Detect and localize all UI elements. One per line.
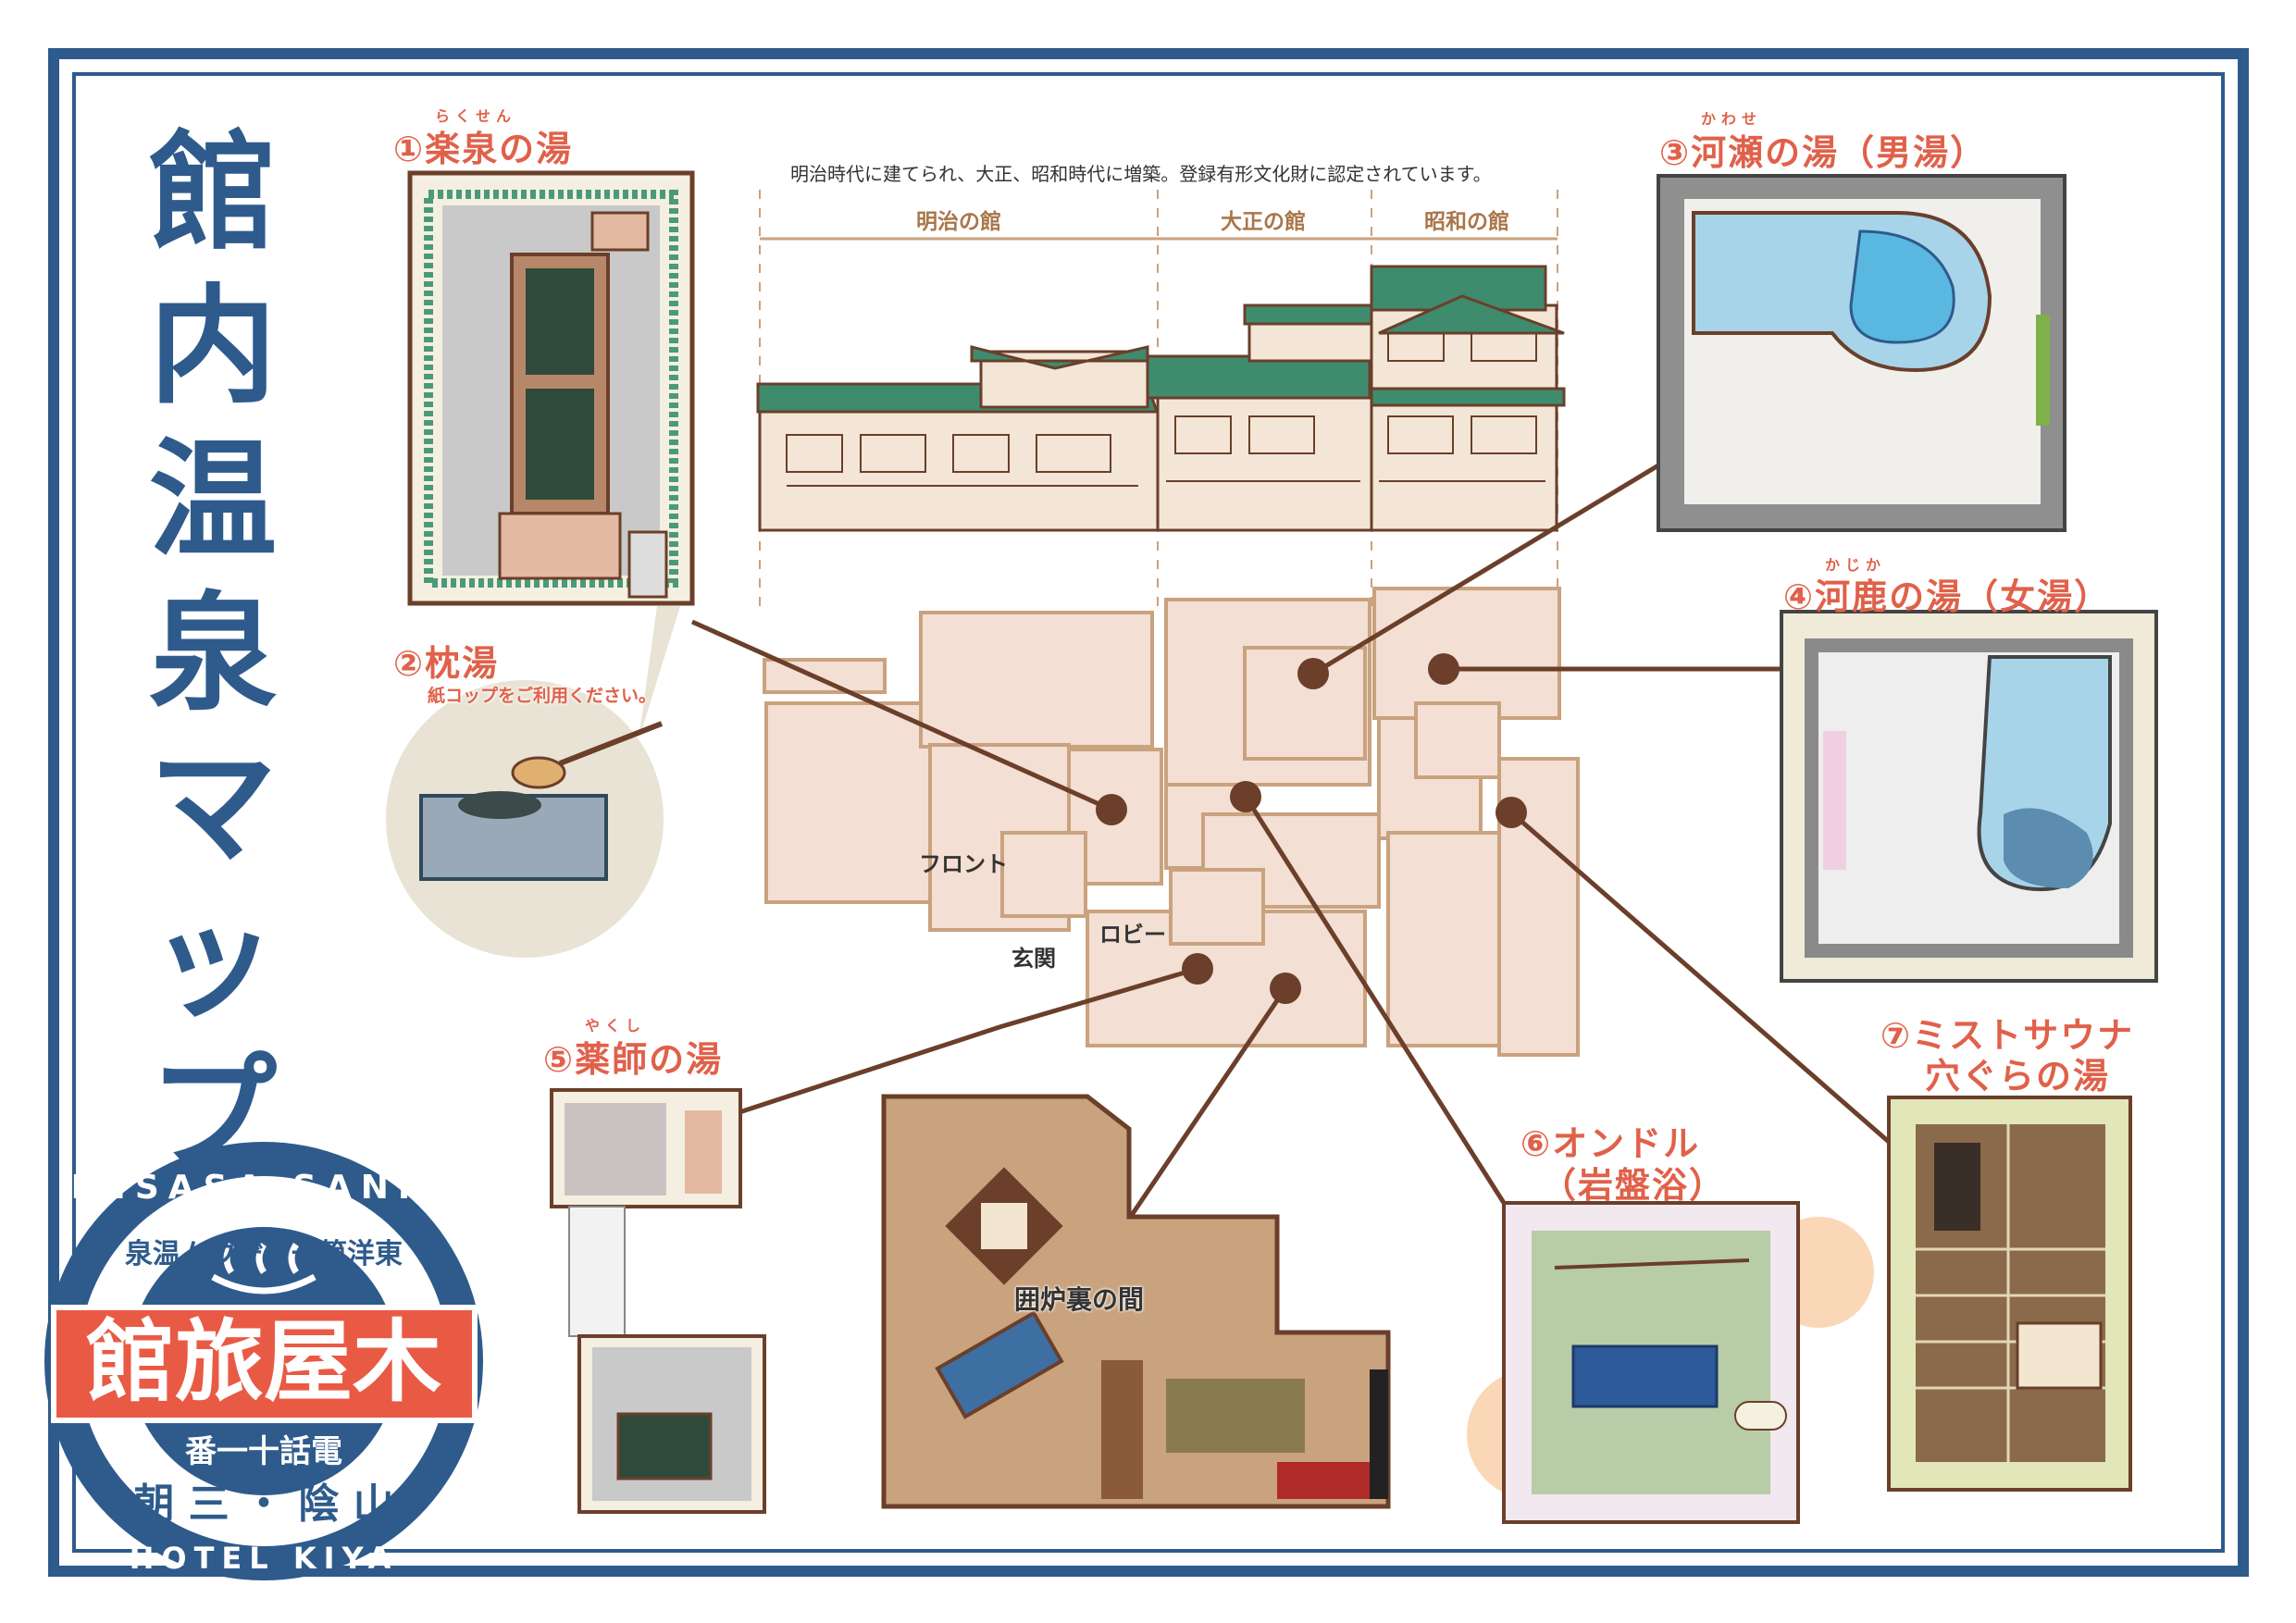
floor-label-entrance: 玄関 [1011,946,1056,972]
label-irori-room[interactable]: 囲炉裏の間 [1014,1284,1145,1315]
irori-room-illustration [881,1094,1391,1509]
dot-kajika[interactable] [1428,653,1459,685]
title-char: プ [148,1038,277,1189]
dot-rakusen[interactable] [1096,794,1127,825]
location-dots [1096,653,1527,1004]
floor-label-lobby: ロビー [1099,922,1166,948]
connector-lines [690,463,1891,1217]
label-ondol[interactable]: ⑥オンドル [1520,1123,1701,1164]
ondol-illustration [1467,1201,1874,1524]
label-ondol-sub: （岩盤浴） [1541,1165,1727,1206]
title-char: マ [148,731,277,882]
label-yakushi[interactable]: ⑤薬師の湯 [543,1039,724,1080]
svg-text:館旅屋木: 館旅屋木 [86,1309,441,1414]
label-mist-sauna-sub: 穴ぐらの湯 [1925,1056,2111,1096]
section-taisho: 大正の館 [1221,210,1306,234]
dot-irori[interactable] [1270,973,1301,1004]
yakushi-bath-illustration [550,1088,766,1514]
label-mist-sauna[interactable]: ⑦ミストサウナ [1880,1015,2135,1056]
title-char: ッ [148,885,277,1035]
svg-text:HOTEL KIYA: HOTEL KIYA [130,1541,399,1576]
title-char: 館 [148,117,277,267]
title-char: 内 [148,270,277,421]
kajika-bath-illustration [1780,610,2158,983]
dot-kawase[interactable] [1297,658,1329,689]
title-char: 泉 [148,577,277,728]
inner-border [72,72,2225,1553]
title-char: 温 [148,424,277,575]
makura-yu-note: 紙コップをご利用ください。 [428,686,657,706]
svg-text:MISASA SANIN: MISASA SANIN [71,1169,457,1207]
building-elevation [756,265,1566,532]
section-meiji: 明治の館 [916,210,1001,234]
header-note: 明治時代に建てられ、大正、昭和時代に増築。登録有形文化財に認定されています。 [790,163,1492,185]
makura-yu-illustration [386,606,680,958]
rakusen-bath-illustration [407,170,695,606]
ruby-rakusen: らくせん [435,107,517,125]
hotel-kiya-logo: 館旅屋木 番一十話電 MISASA SANIN 泉温ムウヂラ一第洋東 朝 三 ・… [44,1142,483,1580]
floor-label-front: フロント [919,851,1008,877]
ruby-yakushi: やくし [585,1017,647,1035]
label-makura-yu[interactable]: ②枕湯 [393,643,500,684]
svg-text:泉温ムウヂラ一第洋東: 泉温ムウヂラ一第洋東 [125,1238,403,1270]
kawase-bath-illustration [1657,174,2066,532]
ruby-kawase: かわせ [1701,110,1763,128]
mist-sauna-illustration [1887,1096,2132,1492]
dot-sauna[interactable] [1496,797,1527,828]
outer-border [48,48,2249,1577]
label-kawase[interactable]: ③河瀬の湯（男湯） [1659,132,1988,173]
ruby-kajika: かじか [1825,556,1887,574]
page-title: 館 内 温 泉 マ ッ プ [139,116,287,1191]
floor-plan [763,587,1580,1057]
label-rakusen[interactable]: ①楽泉の湯 [393,129,574,169]
svg-text:朝 三 ・ 陰 山: 朝 三 ・ 陰 山 [133,1481,393,1528]
label-kajika[interactable]: ④河鹿の湯（女湯） [1783,576,2112,617]
svg-text:番一十話電: 番一十話電 [185,1433,342,1470]
dot-ondol[interactable] [1230,781,1261,812]
dot-yakushi[interactable] [1182,953,1213,985]
section-showa: 昭和の館 [1424,210,1509,234]
